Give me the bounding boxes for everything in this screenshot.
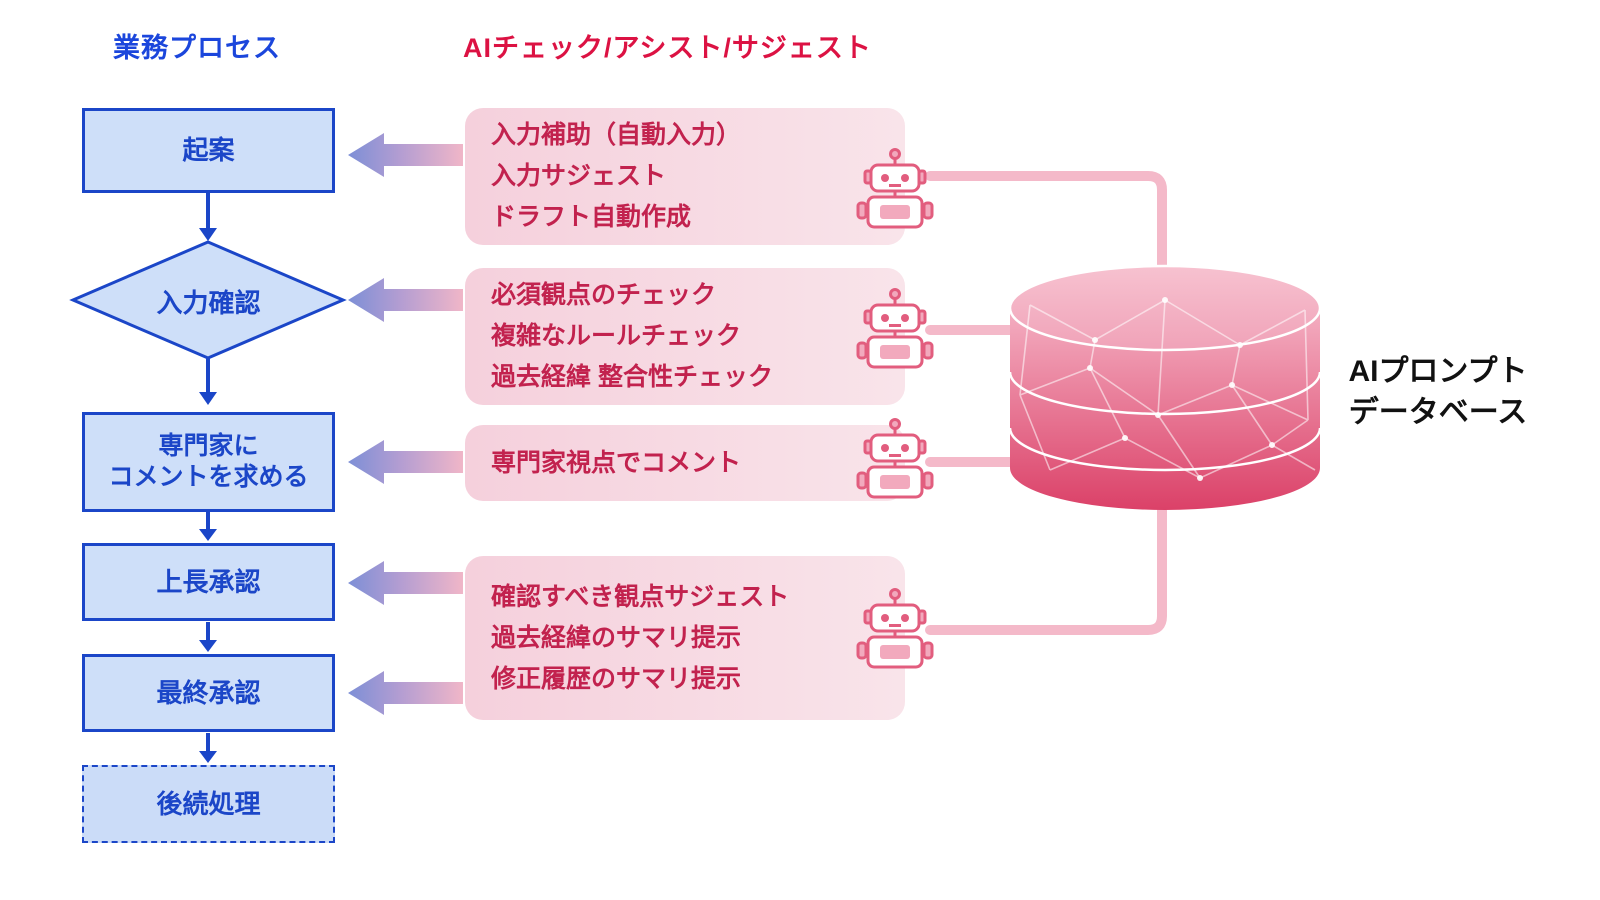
process-step-final-approval: 最終承認 — [82, 654, 335, 732]
ai-box-line: 過去経緯 整合性チェック — [491, 357, 905, 398]
ai-box-line: 確認すべき観点サジェスト — [491, 577, 905, 618]
left-arrow-icon — [348, 133, 463, 177]
connector-line — [930, 460, 1162, 630]
left-arrow-icon — [348, 278, 463, 322]
ai-box-line: 複雑なルールチェック — [491, 316, 905, 357]
down-arrow-icon — [199, 622, 217, 652]
connector-line — [930, 176, 1162, 310]
left-arrow-icon — [348, 440, 463, 484]
network-mesh-nodes — [1087, 297, 1275, 481]
ai-box-line: 入力補助（自動入力） — [491, 115, 905, 156]
down-arrow-icon — [199, 358, 217, 405]
ai-column-header: AIチェック/アシスト/サジェスト — [463, 26, 872, 65]
down-arrow-icon — [199, 512, 217, 541]
ai-box-expert-comment: 専門家視点でコメント — [465, 425, 905, 501]
process-step-superior-approval: 上長承認 — [82, 543, 335, 621]
down-arrow-icon — [199, 193, 217, 241]
network-mesh-pattern — [1020, 300, 1315, 478]
db-connectors — [930, 176, 1162, 630]
process-step-followup: 後続処理 — [82, 765, 335, 843]
ai-box-drafting: 入力補助（自動入力） 入力サジェスト ドラフト自動作成 — [465, 108, 905, 245]
down-arrow-icon — [199, 733, 217, 763]
ai-to-process-arrows — [348, 133, 463, 715]
ai-box-line: ドラフト自動作成 — [491, 197, 905, 238]
ai-box-line: 専門家視点でコメント — [491, 443, 905, 484]
ai-box-input-check: 必須観点のチェック 複雑なルールチェック 過去経緯 整合性チェック — [465, 268, 905, 405]
database-label: AIプロンプト データベース — [1338, 352, 1538, 433]
left-arrow-icon — [348, 671, 463, 715]
ai-box-line: 入力サジェスト — [491, 156, 905, 197]
ai-box-line: 必須観点のチェック — [491, 275, 905, 316]
process-step-input-confirm: 入力確認 — [96, 268, 321, 334]
process-step-kian: 起案 — [82, 108, 335, 193]
process-step-expert: 専門家に コメントを求める — [82, 412, 335, 512]
process-column-header: 業務プロセス — [113, 26, 281, 65]
ai-box-approval-suggest: 確認すべき観点サジェスト 過去経緯のサマリ提示 修正履歴のサマリ提示 — [465, 556, 905, 720]
ai-box-line: 過去経緯のサマリ提示 — [491, 618, 905, 659]
database-cylinder-icon — [1010, 266, 1320, 510]
ai-box-line: 修正履歴のサマリ提示 — [491, 659, 905, 700]
left-arrow-icon — [348, 561, 463, 605]
